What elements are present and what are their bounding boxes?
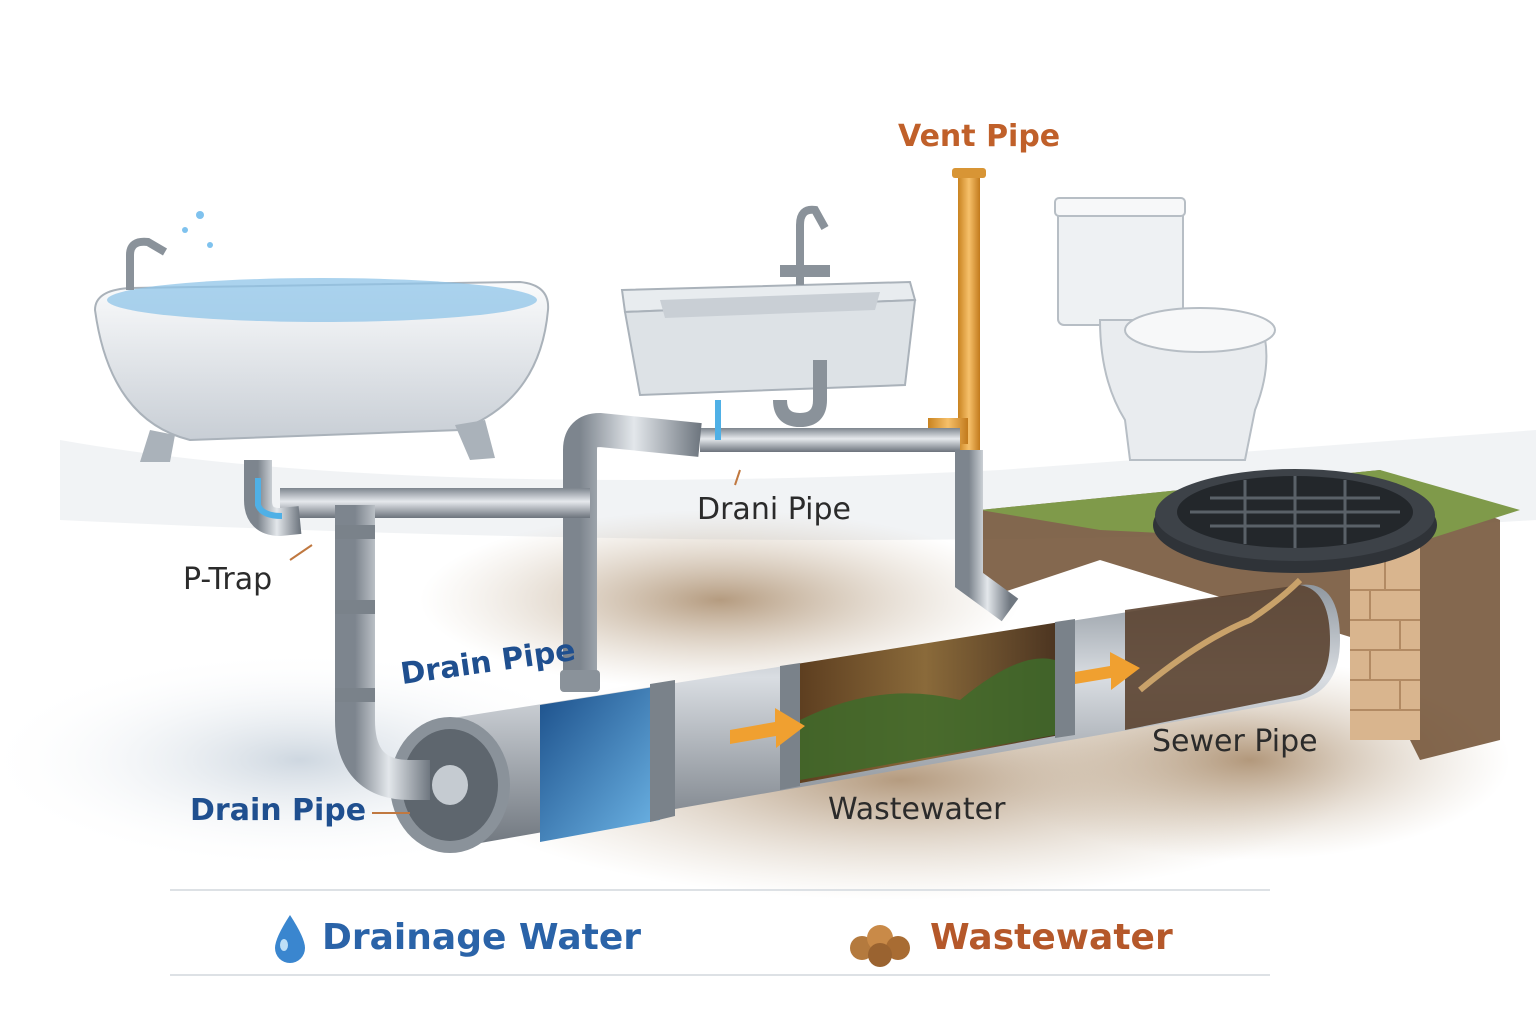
p-trap xyxy=(244,460,302,537)
flow-arrow-2 xyxy=(1075,652,1140,690)
upper-drain-pipe xyxy=(700,428,960,452)
water-drop-icon xyxy=(275,915,305,963)
label-sewer-pipe: Sewer Pipe xyxy=(1152,724,1318,759)
bathtub xyxy=(93,211,550,462)
label-wastewater: Wastewater xyxy=(828,792,1006,827)
vent-connector-pipe xyxy=(955,450,1019,622)
tub-vertical-drain xyxy=(335,505,430,800)
cutaway-clean-water xyxy=(540,686,660,842)
cutaway-sewer xyxy=(1125,585,1330,730)
sink xyxy=(620,205,917,397)
legend-wastewater: Wastewater xyxy=(930,917,1173,958)
manhole-cover xyxy=(1153,469,1437,573)
flow-arrow-1 xyxy=(730,708,805,748)
label-drain-pipe-lower: Drain Pipe xyxy=(190,793,367,828)
wastewater-clump-icon xyxy=(850,925,910,967)
brick-wall xyxy=(1350,540,1420,740)
main-sewer-pipe xyxy=(390,577,1340,853)
label-p-trap: P-Trap xyxy=(183,562,273,597)
toilet xyxy=(1054,197,1276,461)
label-drain-pipe-upper: Drani Pipe xyxy=(697,492,851,527)
legend-drainage-water: Drainage Water xyxy=(322,917,642,958)
label-vent-pipe: Vent Pipe xyxy=(898,119,1061,154)
vent-pipe-body xyxy=(958,172,980,452)
tub-drain-pipe xyxy=(280,488,590,518)
